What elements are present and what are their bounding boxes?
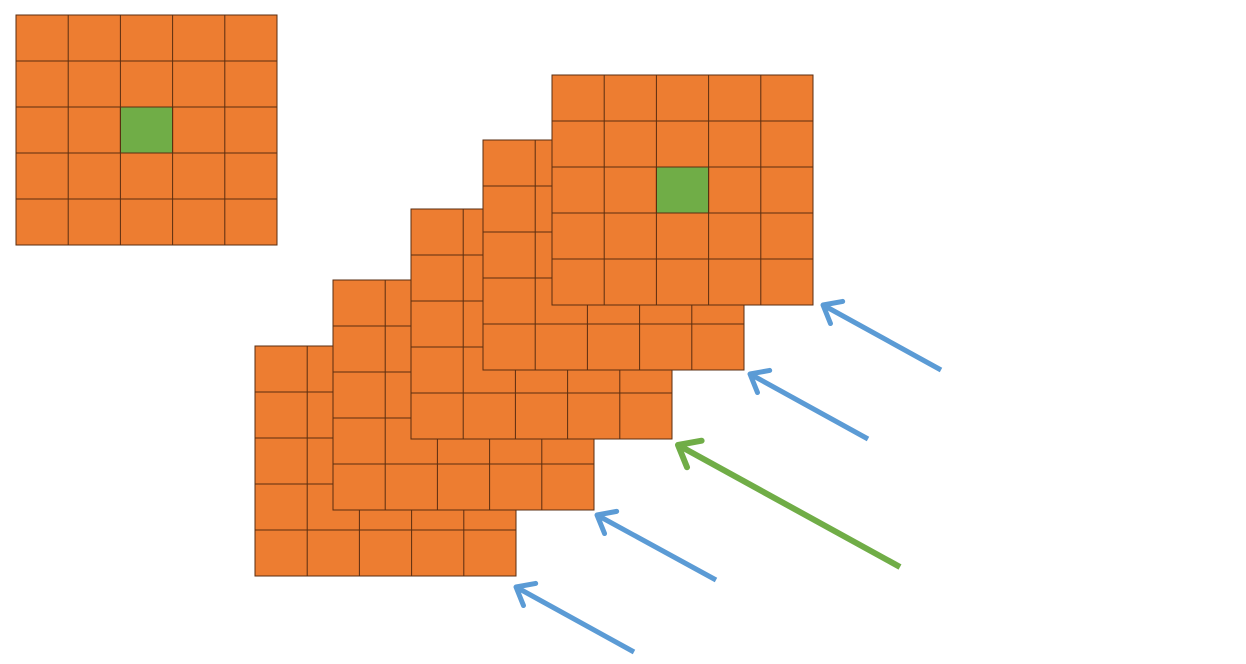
- single-grid-5x5: [15, 14, 278, 246]
- single-grid: [15, 14, 278, 246]
- arrow-up-left-icon: [675, 437, 705, 471]
- arrow-shaft: [821, 302, 943, 373]
- arrow-to-layer-1: [513, 580, 636, 655]
- arrow-up-left-icon: [747, 367, 773, 396]
- arrow-shaft: [595, 512, 718, 583]
- stack-layer-5: [551, 74, 814, 306]
- arrow-to-layer-4: [747, 367, 870, 442]
- arrow-up-left-icon: [594, 508, 620, 537]
- arrow-shaft: [748, 371, 870, 442]
- grid-stack: [254, 74, 814, 577]
- highlighted-cell: [119, 106, 174, 154]
- arrow-up-left-icon: [820, 298, 846, 327]
- arrow-to-layer-2: [594, 508, 718, 583]
- arrow-to-layer-5: [820, 298, 943, 373]
- arrows: [513, 298, 943, 655]
- arrow-shaft: [514, 584, 636, 655]
- arrow-to-layer-3: [675, 437, 902, 570]
- arrow-up-left-icon: [513, 580, 539, 609]
- highlighted-cell: [655, 166, 710, 214]
- arrow-shaft: [676, 442, 902, 570]
